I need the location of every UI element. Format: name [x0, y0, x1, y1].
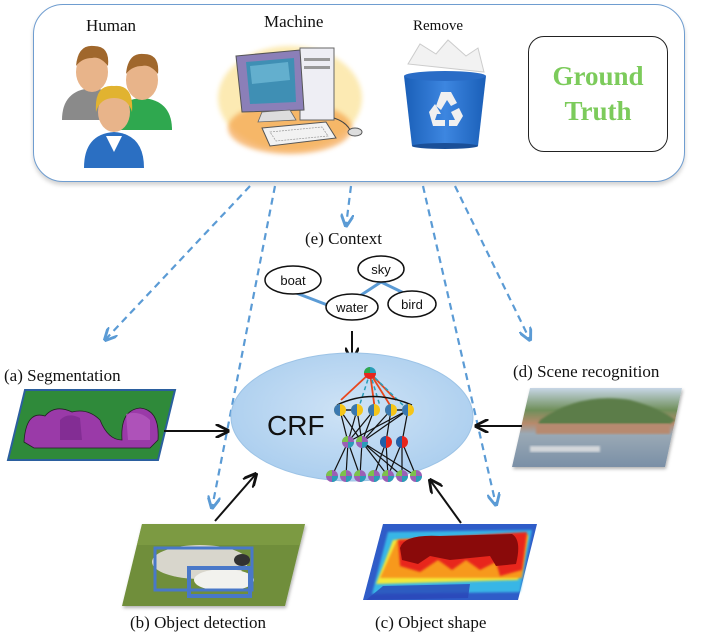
crf-ellipse: [230, 352, 474, 482]
segmentation-image: [6, 389, 177, 461]
people-icon: [62, 45, 172, 168]
object-detection-label: (b) Object detection: [130, 613, 266, 632]
ground-truth-box: Ground Truth: [528, 36, 668, 152]
dashed-arrow-to-shape: [421, 185, 496, 505]
dashed-arrow-to-detection: [212, 185, 277, 508]
crf-graph: [326, 367, 422, 482]
svg-text:sky: sky: [371, 262, 391, 277]
arrow-shape-to-crf: [430, 480, 462, 524]
computer-icon: [218, 46, 363, 154]
dashed-arrow-to-scene: [454, 185, 530, 340]
machine-label: Machine: [264, 12, 324, 31]
node-water: water: [325, 293, 379, 321]
detection-image: [122, 524, 305, 606]
context-title: (e) Context: [305, 229, 382, 248]
human-label: Human: [86, 16, 137, 35]
shape-heatmap-image: [363, 524, 537, 600]
node-bird: bird: [387, 290, 437, 318]
context-graph: boat sky water bird: [264, 255, 437, 321]
crf-layer2-nodes: [342, 436, 408, 448]
node-boat: boat: [264, 265, 322, 295]
crf-root-node: [364, 367, 376, 379]
recycle-bin-icon: [404, 39, 486, 149]
remove-label: Remove: [413, 18, 463, 34]
dashed-arrow-to-context: [346, 185, 351, 226]
crf-label: CRF: [267, 410, 325, 441]
object-shape-label: (c) Object shape: [375, 613, 487, 632]
scene-image: [512, 388, 682, 467]
arrow-detection-to-crf: [214, 474, 256, 522]
ground-truth-line2: Truth: [564, 96, 632, 126]
crf-layer1-nodes: [334, 404, 414, 416]
node-sky: sky: [357, 255, 405, 283]
segmentation-label: (a) Segmentation: [4, 366, 121, 385]
dashed-arrow-to-segmentation: [105, 185, 251, 340]
scene-recognition-label: (d) Scene recognition: [513, 362, 660, 381]
svg-text:water: water: [335, 300, 368, 315]
ground-truth-line1: Ground: [552, 61, 644, 91]
svg-text:bird: bird: [401, 297, 423, 312]
crf-layer3-nodes: [326, 470, 422, 482]
svg-text:boat: boat: [280, 273, 306, 288]
dashed-arrows: [105, 185, 530, 508]
